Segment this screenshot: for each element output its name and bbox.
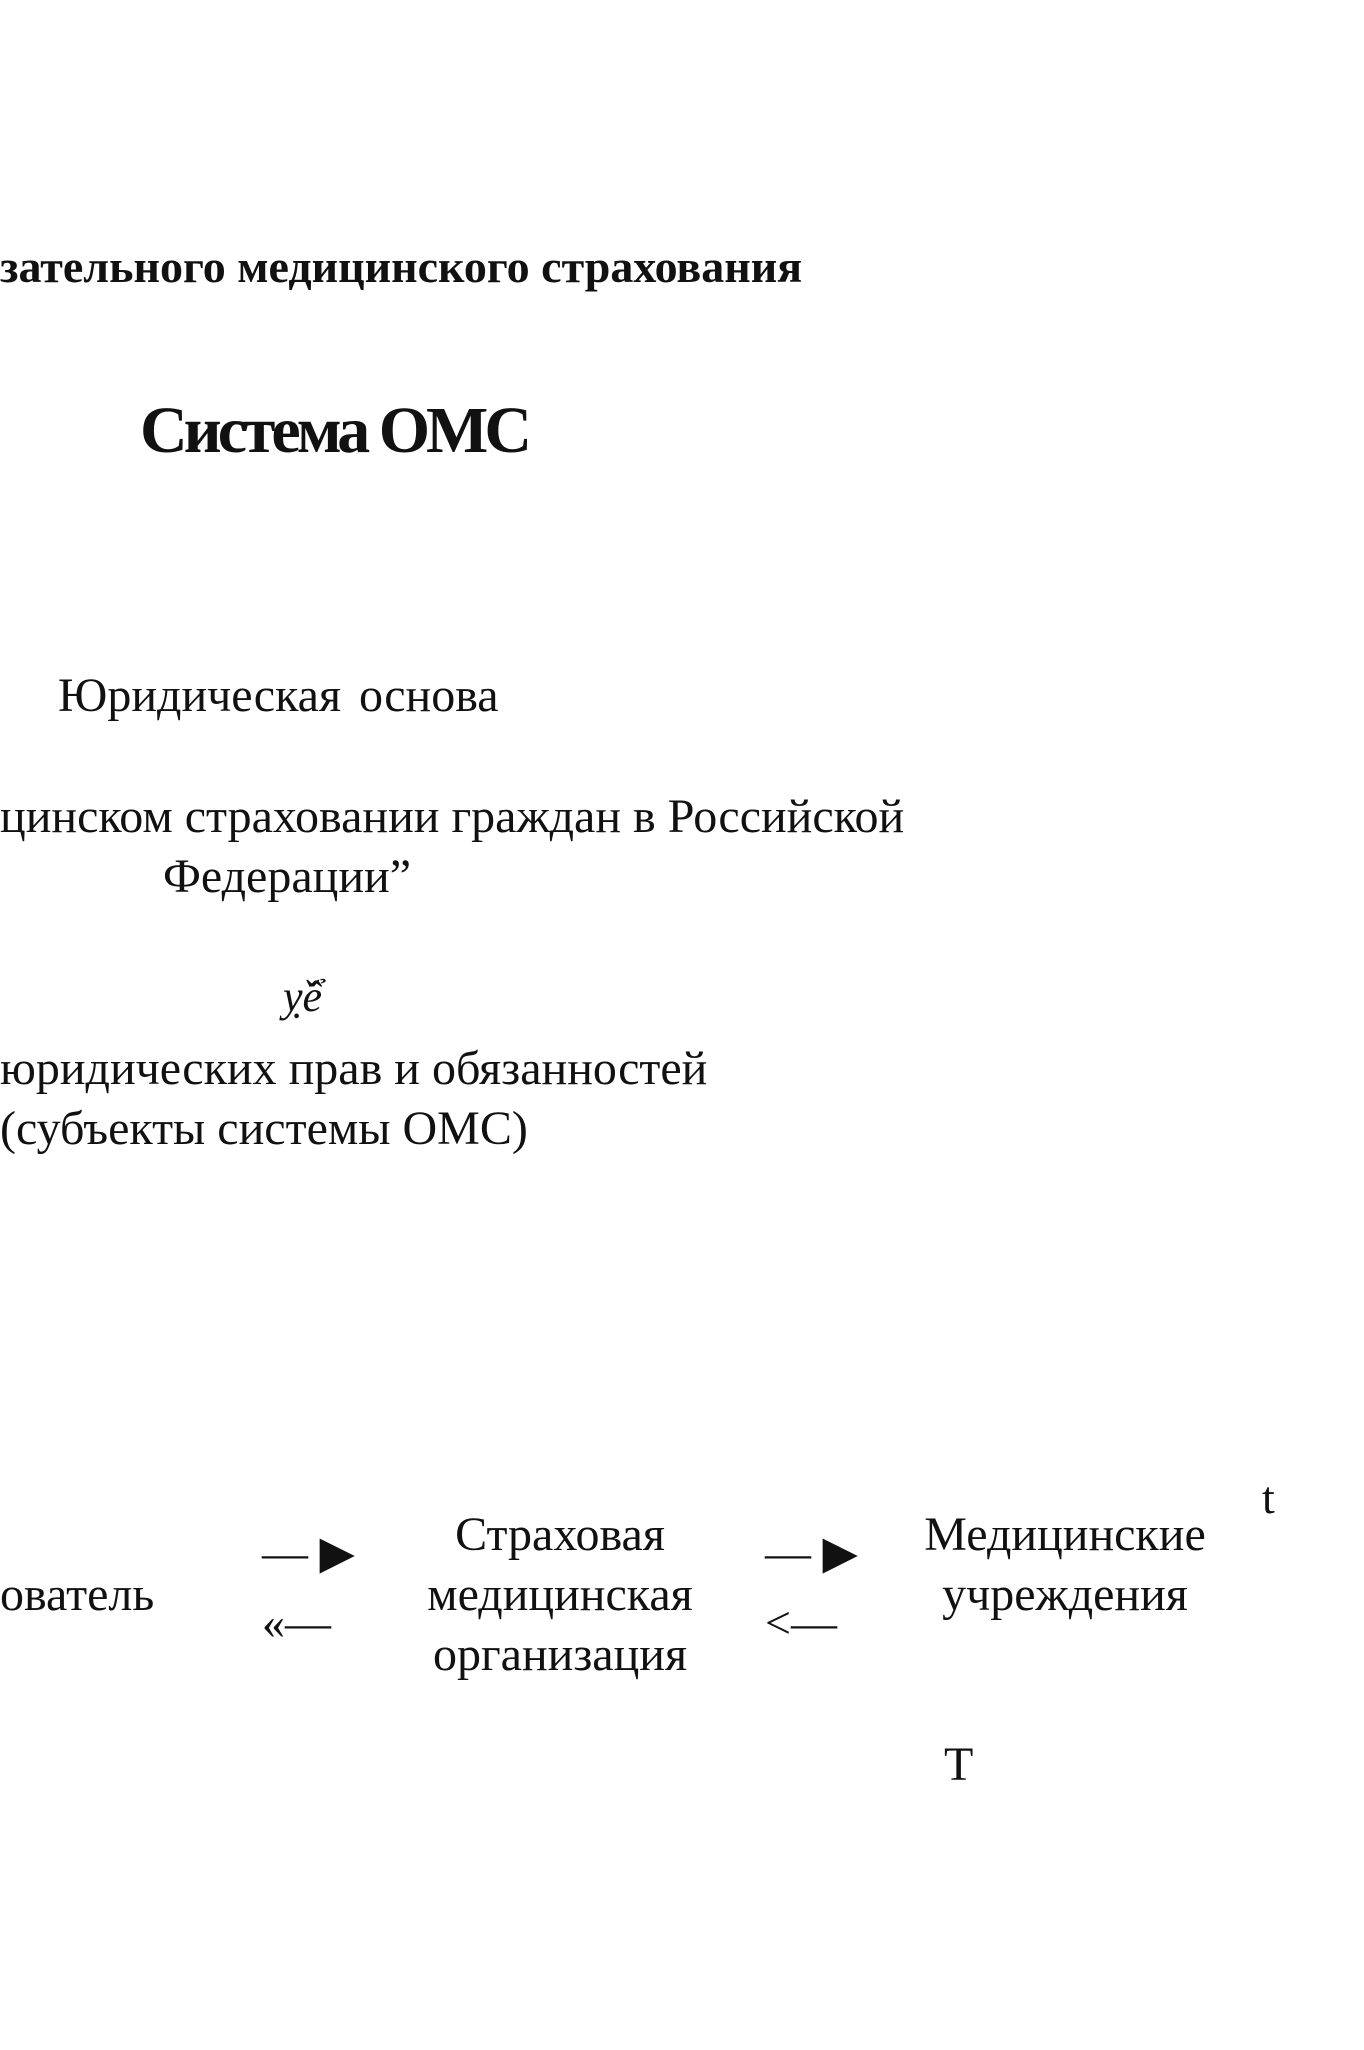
node-medical-institutions-line: Медицинские xyxy=(924,1508,1206,1561)
rights-line-1: юридических прав и обязанностей xyxy=(0,1042,708,1095)
node-insurance-organization: Страховая медицинская организация xyxy=(400,1505,720,1685)
node-insurance-organization-line: Страховая xyxy=(455,1508,665,1561)
node-insurance-organization-line: медицинская xyxy=(427,1568,693,1621)
page-title: Система ОМС xyxy=(140,394,532,467)
stray-mark-top: t xyxy=(1262,1472,1275,1523)
node-insurer-label: ователь xyxy=(0,1568,155,1621)
law-title-line-1: цинском страховании граждан в Российской xyxy=(0,790,905,843)
stray-symbol: ỵ̌ể xyxy=(283,972,323,1021)
arrow-left-icon: «— xyxy=(262,1597,331,1648)
node-medical-institutions-line: учреждения xyxy=(942,1568,1188,1621)
node-insurance-organization-line: организация xyxy=(432,1628,688,1681)
arrow-right-icon: — ▶ xyxy=(765,1527,858,1578)
node-medical-institutions: Медицинские учреждения xyxy=(900,1505,1230,1625)
arrow-right-icon: — ▶ xyxy=(262,1527,355,1578)
stray-mark-bottom: T xyxy=(944,1738,974,1791)
law-title-line-2: Федерации” xyxy=(163,850,411,903)
rights-line-2: (субъекты системы ОМС) xyxy=(0,1102,528,1155)
arrow-left-icon: <— xyxy=(765,1597,837,1648)
node-insurer: ователь xyxy=(0,1565,154,1625)
section-heading: зательного медицинского страхования xyxy=(0,241,803,292)
legal-basis-label: Юридическая основа xyxy=(58,669,499,722)
